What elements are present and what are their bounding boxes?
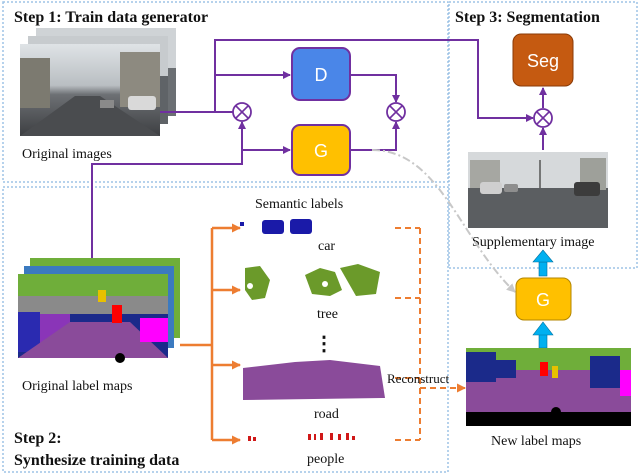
reconstruct-label: Reconstruct — [387, 371, 449, 386]
orange-split-arrows — [180, 223, 241, 445]
class-car-label: car — [318, 239, 335, 254]
original-label-maps-stack — [18, 258, 180, 363]
original-label-maps-caption: Original label maps — [22, 379, 132, 394]
new-label-map — [466, 348, 631, 426]
segmentation-box — [512, 33, 574, 87]
tree-mask — [245, 264, 380, 300]
step1-region — [2, 1, 449, 183]
class-road-label: road — [314, 407, 339, 422]
class-tree-label: tree — [317, 307, 338, 322]
car-mask — [240, 219, 312, 234]
generator-label-bottom: G — [536, 290, 550, 310]
class-ellipsis: ⋮ — [314, 333, 334, 355]
purple-flow-arrows — [91, 39, 547, 258]
step3-title: Step 3: Segmentation — [455, 9, 600, 26]
step2-region — [2, 186, 449, 473]
class-people-label: people — [307, 452, 344, 467]
concat-node-seg — [533, 108, 553, 128]
people-mask — [248, 433, 355, 441]
concat-node-left — [232, 102, 252, 122]
supplementary-image — [468, 152, 608, 228]
original-images-stack — [20, 28, 176, 136]
generator-box-bottom — [515, 277, 572, 321]
road-mask — [243, 360, 385, 400]
new-label-maps-caption: New label maps — [491, 434, 581, 449]
step2-title-line1: Step 2: — [14, 430, 62, 447]
blue-arrow-to-generator — [532, 321, 554, 349]
orange-dashed-merge — [395, 227, 466, 441]
blue-arrow-to-supplementary — [532, 249, 554, 277]
original-images-caption: Original images — [22, 147, 112, 162]
semantic-labels-caption: Semantic labels — [255, 197, 343, 212]
step2-title-line2: Synthesize training data — [14, 452, 179, 469]
concat-node-right — [386, 102, 406, 122]
segmentation-label: Seg — [527, 51, 559, 71]
supplementary-image-caption: Supplementary image — [472, 235, 594, 250]
generator-label-top: G — [314, 141, 328, 161]
step1-title: Step 1: Train data generator — [14, 9, 208, 26]
discriminator-label: D — [315, 65, 328, 85]
gray-dashdot-arrow — [371, 149, 516, 293]
